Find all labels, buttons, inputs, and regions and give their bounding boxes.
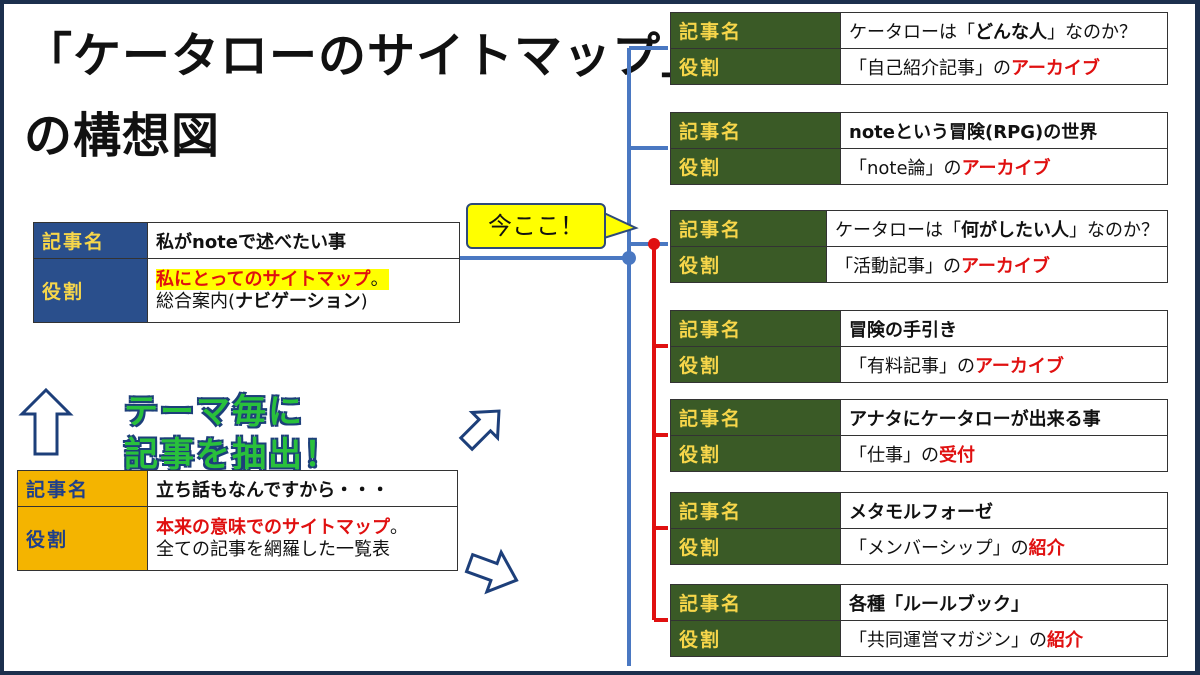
page-subtitle: の構想図	[24, 108, 221, 164]
archive-card-2[interactable]: 記事名 noteという冒険(RPG)の世界 役割 「note論」のアーカイブ	[670, 112, 1168, 185]
archive-card-7[interactable]: 記事名 各種「ルールブック」 役割 「共同運営マガジン」の紹介	[670, 584, 1168, 657]
card-role: 「メンバーシップ」の紹介	[840, 528, 1168, 565]
arrow-down-right-outline-icon	[464, 548, 519, 595]
role-highlight: 私にとってのサイトマップ	[156, 268, 371, 290]
label-article-name: 記事名	[33, 222, 148, 259]
card-role: 「note論」のアーカイブ	[840, 148, 1168, 185]
card-name: 私がnoteで述べたい事	[147, 222, 460, 259]
card-role: 「活動記事」のアーカイブ	[826, 246, 1168, 283]
card-name: アナタにケータローが出来る事	[840, 399, 1168, 436]
archive-card-6[interactable]: 記事名 メタモルフォーゼ 役割 「メンバーシップ」の紹介	[670, 492, 1168, 565]
card-role: 「自己紹介記事」のアーカイブ	[840, 48, 1168, 85]
card-name: 各種「ルールブック」	[840, 584, 1168, 621]
card-name: 立ち話もなんですから・・・	[147, 470, 458, 507]
card-name: ケータローは「何がしたい人」なのか？	[826, 210, 1168, 247]
card-name: ケータローは「どんな人」なのか？	[840, 12, 1168, 49]
junction-dot-blue	[622, 251, 636, 265]
theme-text-line1: テーマ毎に	[124, 392, 304, 432]
arrow-up-outline-icon	[18, 387, 74, 456]
theme-text-line2: 記事を抽出！	[124, 435, 340, 475]
arrow-up-right-outline-icon	[458, 409, 501, 452]
archive-card-3[interactable]: 記事名 ケータローは「何がしたい人」なのか？ 役割 「活動記事」のアーカイブ	[670, 210, 1168, 283]
card-name: メタモルフォーゼ	[840, 492, 1168, 529]
junction-dot-red	[648, 238, 660, 250]
card-role: 私にとってのサイトマップ。 総合案内(ナビゲーション)	[147, 258, 460, 323]
page-title: 「ケータローのサイトマップ」	[24, 28, 711, 84]
label-article-name: 記事名	[17, 470, 148, 507]
card-name: 冒険の手引き	[840, 310, 1168, 347]
sitemap-card-index[interactable]: 記事名 立ち話もなんですから・・・ 役割 本来の意味でのサイトマップ。 全ての記…	[17, 470, 458, 571]
callout-pointer	[603, 211, 639, 240]
card-role: 「有料記事」のアーカイブ	[840, 346, 1168, 383]
label-role: 役割	[33, 258, 148, 323]
card-role: 「共同運営マガジン」の紹介	[840, 620, 1168, 657]
archive-card-1[interactable]: 記事名 ケータローは「どんな人」なのか？ 役割 「自己紹介記事」のアーカイブ	[670, 12, 1168, 85]
card-role: 本来の意味でのサイトマップ。 全ての記事を網羅した一覧表	[147, 506, 458, 571]
label-role: 役割	[17, 506, 148, 571]
sitemap-card-main[interactable]: 記事名 私がnoteで述べたい事 役割 私にとってのサイトマップ。 総合案内(ナ…	[33, 222, 460, 323]
card-role: 「仕事」の受付	[840, 435, 1168, 472]
current-position-callout: 今ここ！	[466, 203, 606, 249]
archive-card-4[interactable]: 記事名 冒険の手引き 役割 「有料記事」のアーカイブ	[670, 310, 1168, 383]
card-name: noteという冒険(RPG)の世界	[840, 112, 1168, 149]
archive-card-5[interactable]: 記事名 アナタにケータローが出来る事 役割 「仕事」の受付	[670, 399, 1168, 472]
